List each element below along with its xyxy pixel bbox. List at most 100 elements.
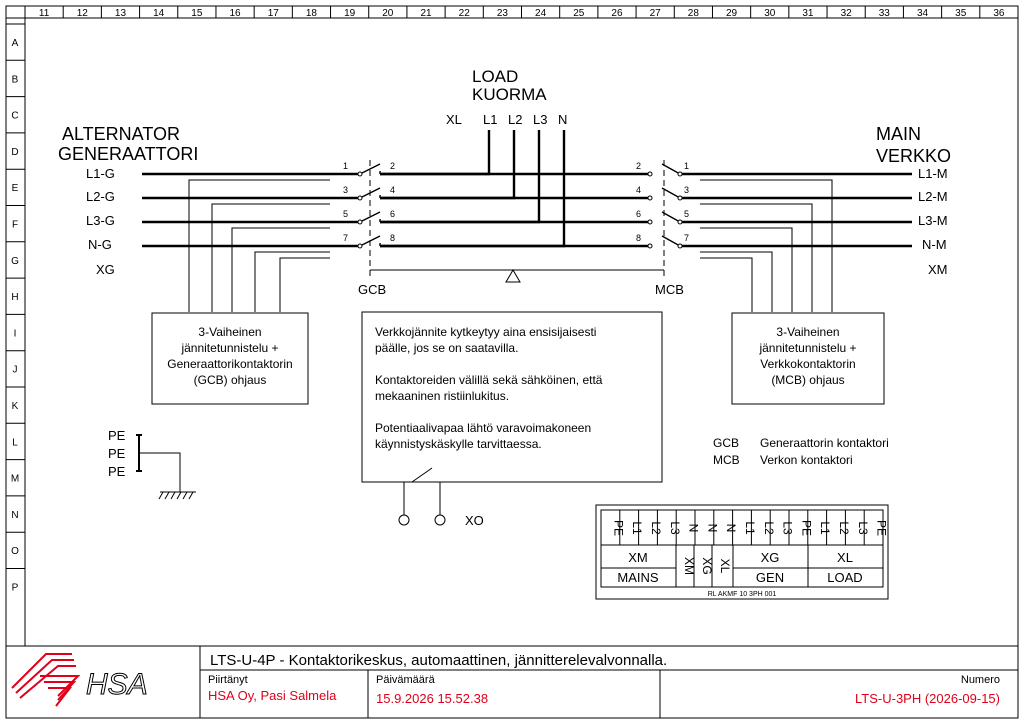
- contact-terminal: [647, 243, 653, 249]
- pe-label: PE: [108, 446, 126, 461]
- terminal-label: L2: [649, 521, 663, 535]
- main-line-n: N-M: [922, 237, 947, 252]
- contact-blade: [361, 211, 381, 222]
- row-label: G: [11, 256, 19, 267]
- column-label: 20: [382, 8, 394, 19]
- load-terminal-l3: L3: [533, 112, 547, 127]
- row-label: K: [12, 401, 19, 412]
- load-terminal-l2: L2: [508, 112, 522, 127]
- terminal-label: PE: [875, 520, 889, 536]
- contact-blade: [361, 235, 381, 246]
- contact-terminal: [647, 195, 653, 201]
- terminal-label: L3: [668, 521, 682, 535]
- column-label: 30: [764, 8, 776, 19]
- contact-terminal: [647, 171, 653, 177]
- tb-bottom-gen: GEN: [756, 570, 784, 585]
- column-label: 11: [39, 8, 50, 19]
- number-label: Numero: [961, 674, 1000, 686]
- column-label: 34: [917, 8, 929, 19]
- gcb-pin: 8: [390, 233, 395, 243]
- main-line-l1: L1-M: [918, 166, 948, 181]
- contact-blade: [661, 187, 681, 199]
- terminal-label: L3: [856, 521, 870, 535]
- tb-code: RL AKMF 10 3PH 001: [708, 591, 777, 598]
- column-label: 13: [115, 8, 127, 19]
- xo-label: XO: [465, 513, 484, 528]
- main-title-fi: VERKKO: [876, 146, 951, 166]
- mcb-pin: 4: [636, 185, 641, 195]
- terminal-label: L2: [837, 521, 851, 535]
- note-box: [361, 311, 663, 483]
- terminal-label: L1: [818, 521, 832, 535]
- pe-ground: PE PE PE: [108, 428, 126, 479]
- mcb-pin: 1: [684, 161, 689, 171]
- gen-line-n: N-G: [88, 237, 112, 252]
- load-terminal-l1: L1: [483, 112, 497, 127]
- column-label: 16: [229, 8, 241, 19]
- drawing-title: LTS-U-4P - Kontaktorikeskus, automaattin…: [210, 652, 667, 669]
- column-label: 15: [191, 8, 203, 19]
- column-label: 19: [344, 8, 356, 19]
- bus-lines: [142, 130, 912, 248]
- column-label: 31: [802, 8, 814, 19]
- row-label: M: [11, 474, 19, 485]
- gen-box-line: 3-Vaiheinen: [198, 325, 261, 339]
- column-label: 32: [841, 8, 853, 19]
- mcb-pin: 7: [684, 233, 689, 243]
- gcb-pin: 6: [390, 209, 395, 219]
- drawn-by-value: HSA Oy, Pasi Salmela: [208, 688, 337, 703]
- main-line-l2: L2-M: [918, 189, 948, 204]
- terminal-label: L2: [762, 521, 776, 535]
- column-label: 22: [459, 8, 471, 19]
- alternator-title: ALTERNATOR: [62, 124, 180, 144]
- terminal-label: PE: [799, 520, 813, 536]
- tb-group-xg: XG: [761, 550, 780, 565]
- load-title-fi: KUORMA: [472, 85, 547, 104]
- pe-label: PE: [108, 464, 126, 479]
- note-line: Potentiaalivapaa lähtö varavoimakoneen: [375, 421, 591, 435]
- mcb-pin: 3: [684, 185, 689, 195]
- sheet-frame: [5, 5, 1019, 719]
- terminal-label: L1: [630, 521, 644, 535]
- column-label: 23: [497, 8, 509, 19]
- main-title: MAIN: [876, 124, 921, 144]
- gcb-pins: 1 3 5 7 2 4 6 8: [343, 161, 395, 243]
- contact-terminal: [647, 219, 653, 225]
- column-label: 35: [955, 8, 967, 19]
- column-label: 29: [726, 8, 738, 19]
- drawn-by-label: Piirtänyt: [208, 674, 248, 686]
- main-box-line: jännitetunnistelu +: [758, 341, 856, 355]
- legend: GCB Generaattorin kontaktori MCB Verkon …: [713, 436, 889, 467]
- gcb-pin: 4: [390, 185, 395, 195]
- column-label: 17: [268, 8, 280, 19]
- generator-control-box: [151, 312, 309, 405]
- row-label: O: [11, 546, 19, 557]
- terminal-label: N: [687, 524, 701, 533]
- terminal-label: L1: [743, 521, 757, 535]
- row-label: H: [11, 292, 18, 303]
- gcb-label: GCB: [358, 282, 386, 297]
- load-terminal-n: N: [558, 112, 567, 127]
- contactor-contacts: [357, 163, 683, 253]
- column-label: 14: [153, 8, 165, 19]
- number-value: LTS-U-3PH (2026-09-15): [855, 691, 1000, 706]
- load-terminal-xl: XL: [446, 112, 462, 127]
- contact-terminal: [357, 243, 363, 249]
- main-box-line: (MCB) ohjaus: [771, 373, 844, 387]
- gcb-pin: 3: [343, 185, 348, 195]
- contact-terminal: [357, 195, 363, 201]
- main-control-box: [731, 312, 885, 405]
- legend-text: Generaattorin kontaktori: [760, 436, 889, 450]
- hsa-logo-text: HSA: [86, 668, 148, 701]
- terminal-label: PE: [611, 520, 625, 536]
- column-label: 26: [611, 8, 623, 19]
- main-box-line: Verkkokontaktorin: [760, 357, 855, 371]
- date-label: Päivämäärä: [376, 674, 436, 686]
- mechanical-interlock: [369, 160, 665, 283]
- gen-box-line: Generaattorikontaktorin: [167, 357, 292, 371]
- xo-contact: [398, 467, 446, 526]
- note-line: päälle, jos se on saatavilla.: [375, 341, 518, 355]
- tb-bottom-load: LOAD: [827, 570, 862, 585]
- legend-text: Verkon kontaktori: [760, 453, 853, 467]
